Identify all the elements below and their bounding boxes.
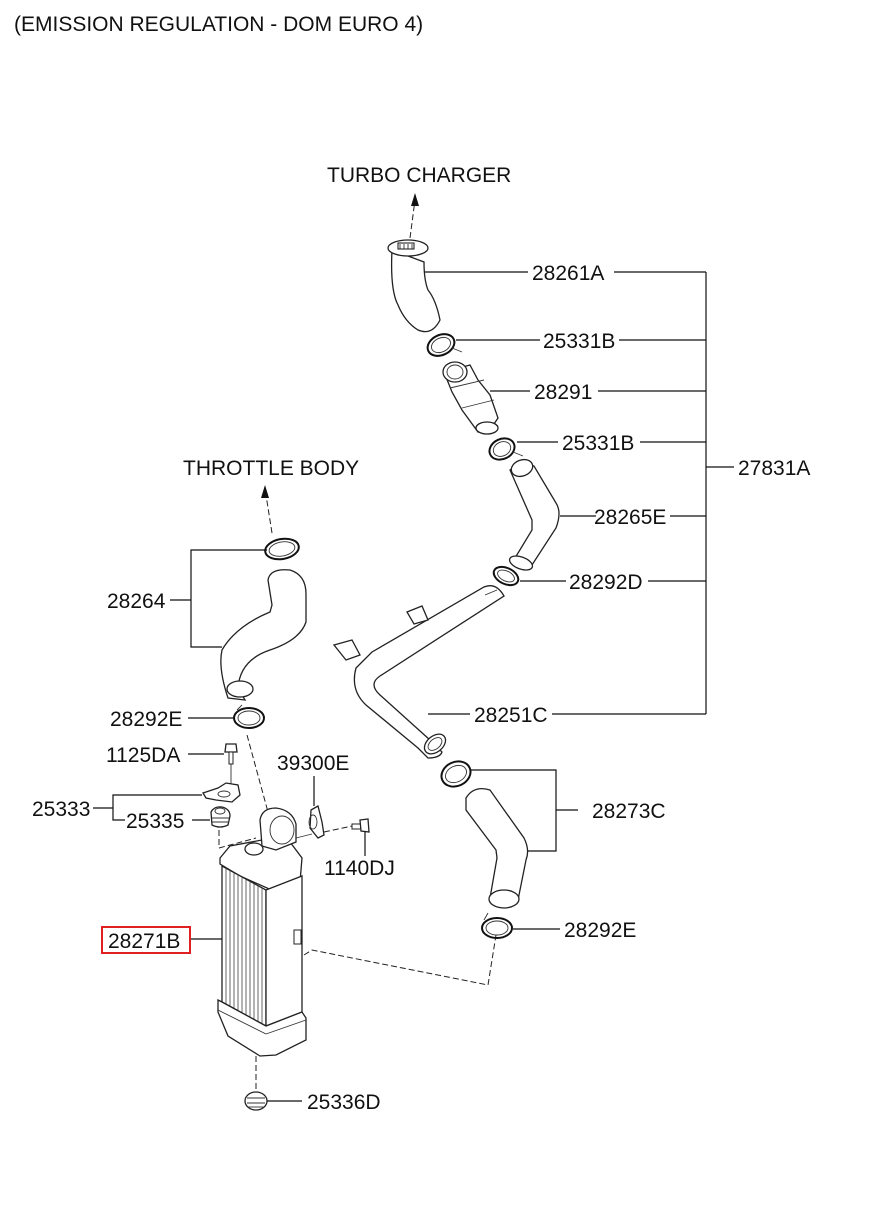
highlight-box-28271b bbox=[101, 926, 191, 954]
callout-28292e-left[interactable]: 28292E bbox=[110, 708, 182, 731]
callout-25336d[interactable]: 25336D bbox=[307, 1091, 381, 1114]
bolt-guide-line-1140dj bbox=[323, 825, 353, 833]
callout-27831a[interactable]: 27831A bbox=[738, 457, 810, 480]
callout-28291[interactable]: 28291 bbox=[534, 381, 592, 404]
diagram-title: (EMISSION REGULATION - DOM EURO 4) bbox=[14, 13, 423, 36]
callout-28251c[interactable]: 28251C bbox=[474, 704, 548, 727]
grommet-25335[interactable] bbox=[210, 806, 231, 828]
callout-28264[interactable]: 28264 bbox=[107, 590, 166, 613]
throttle-arrow-icon bbox=[261, 485, 273, 534]
clamp-28292e-right[interactable] bbox=[481, 912, 513, 939]
hose-28265e[interactable] bbox=[508, 457, 560, 573]
callout-1140dj[interactable]: 1140DJ bbox=[324, 857, 395, 880]
throttle-body-label: THROTTLE BODY bbox=[183, 457, 359, 480]
callout-25331b-2[interactable]: 25331B bbox=[562, 432, 634, 455]
callout-39300e[interactable]: 39300E bbox=[277, 752, 349, 775]
callout-28292e-right[interactable]: 28292E bbox=[564, 919, 636, 942]
callout-28271b[interactable]: 28271B bbox=[108, 930, 180, 953]
callout-28261a[interactable]: 28261A bbox=[532, 262, 604, 285]
pipe-28251c[interactable] bbox=[332, 585, 505, 759]
callout-25333[interactable]: 25333 bbox=[32, 798, 90, 821]
bracket-28264 bbox=[190, 549, 267, 648]
grommet-guide-line bbox=[218, 830, 257, 849]
pipe-28291[interactable] bbox=[442, 361, 499, 435]
clamp-28292d[interactable] bbox=[491, 563, 521, 588]
bolt-1125da[interactable] bbox=[224, 743, 238, 765]
bolt-1140dj[interactable] bbox=[351, 818, 370, 833]
callout-25335[interactable]: 25335 bbox=[126, 810, 184, 833]
callout-28273c[interactable]: 28273C bbox=[592, 800, 666, 823]
hose-28261a[interactable] bbox=[387, 239, 441, 333]
turbo-charger-label: TURBO CHARGER bbox=[327, 164, 511, 187]
callout-28292d[interactable]: 28292D bbox=[569, 571, 643, 594]
plug-25336d[interactable] bbox=[244, 1091, 268, 1111]
bracket-25333-part[interactable] bbox=[202, 782, 241, 803]
callout-1125da[interactable]: 1125DA bbox=[106, 744, 180, 767]
outlet-guide-line bbox=[303, 934, 497, 986]
intercooler-28271b[interactable] bbox=[217, 807, 313, 1057]
callout-28265e[interactable]: 28265E bbox=[594, 506, 666, 529]
hose-guide-line bbox=[246, 734, 269, 813]
clamp-28292e-left[interactable] bbox=[233, 704, 265, 729]
sensor-39300e[interactable] bbox=[308, 805, 325, 839]
callout-25331b-1[interactable]: 25331B bbox=[543, 330, 615, 353]
turbo-arrow-icon bbox=[409, 193, 419, 239]
hose-28264[interactable] bbox=[220, 536, 307, 701]
hose-28273c[interactable] bbox=[437, 757, 529, 909]
clamp-25331b-bottom[interactable] bbox=[486, 434, 524, 463]
clamp-25331b-top[interactable] bbox=[424, 330, 463, 360]
